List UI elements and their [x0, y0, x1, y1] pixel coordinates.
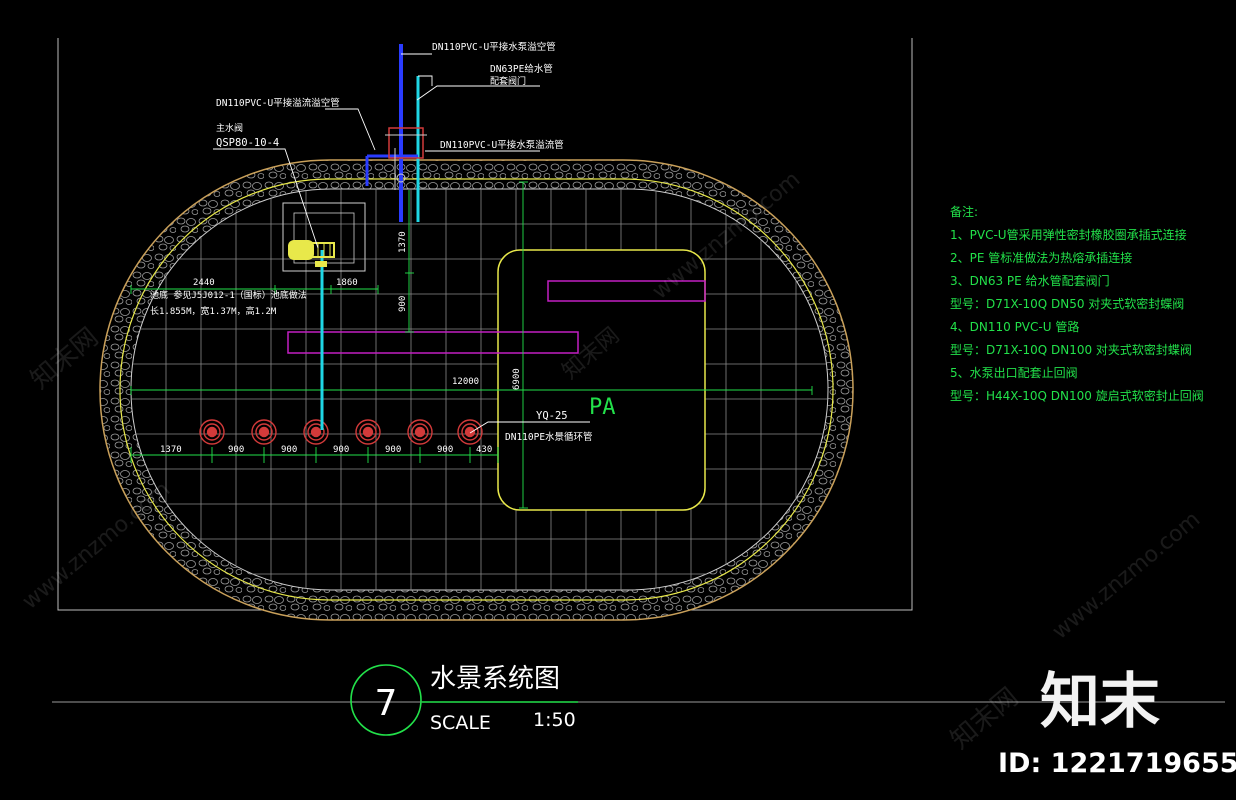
label-fountain-pipe: DN110PE水景循环管: [505, 431, 593, 443]
fountain-nozzles: [199, 419, 483, 445]
dim-bottom-label: 900: [385, 445, 401, 455]
watermark-cn-3: 知末网: [945, 682, 1024, 755]
label-pipe-left1: DN110PVC-U平接溢流溢空管: [216, 97, 340, 109]
channel-short: [547, 280, 706, 302]
dim-6900: 6900: [512, 368, 522, 390]
fountain-nozzle: [199, 419, 225, 445]
title-number-circle: [350, 664, 422, 736]
dim-bottom-label: 900: [281, 445, 297, 455]
bottom-dim-ticks: [130, 447, 499, 463]
notes-title: 备注:: [950, 204, 978, 219]
dim-bottom-label: 900: [437, 445, 453, 455]
label-main-valve: 主水阀: [216, 122, 243, 134]
watermark-site-2: www.znzmo.com: [18, 477, 175, 615]
dim-12000: 12000: [452, 377, 479, 387]
fountain-nozzle: [407, 419, 433, 445]
label-outline-note: 池底 参见J5J012-1（国标）池底做法: [150, 289, 307, 301]
label-pipe-top3: 配套阀门: [490, 75, 526, 87]
fountain-nozzle: [251, 419, 277, 445]
drawing-title: 水景系统图: [430, 664, 560, 694]
scale-value: 1:50: [533, 709, 576, 731]
watermark-cn-1: 知末网: [25, 322, 104, 395]
leader-lines: [213, 53, 590, 434]
notes-line-1: 1、PVC-U管采用弹性密封橡胶圈承插式连接: [950, 227, 1187, 242]
label-outline-size: 长1.855M，宽1.37M，高1.2M: [150, 305, 277, 317]
notes-line-2: 2、PE 管标准做法为热熔承插连接: [950, 250, 1132, 265]
label-pump-model: QSP80-10-4: [216, 137, 279, 149]
watermark-id: ID: 1221719655: [998, 748, 1236, 779]
pa-platform: [497, 249, 706, 511]
notes-panel: 备注: 1、PVC-U管采用弹性密封橡胶圈承插式连接 2、PE 管标准做法为热熔…: [950, 204, 1204, 403]
pipes: [320, 44, 427, 430]
dim-1860: 1860: [336, 278, 358, 288]
pump-pit: [282, 202, 366, 272]
label-pipe-top2: DN63PE给水管: [490, 63, 553, 75]
notes-line-8: 型号：H44X-10Q DN100 旋启式软密封止回阀: [950, 388, 1204, 403]
dim-2440: 2440: [193, 278, 215, 288]
dimension-lines: [130, 181, 813, 509]
channel-long: [287, 331, 579, 354]
notes-line-3: 3、DN63 PE 给水管配套阀门: [950, 273, 1110, 288]
notes-line-5: 4、DN110 PVC-U 管路: [950, 319, 1079, 334]
pump: [288, 240, 335, 267]
valve-box: [388, 127, 424, 159]
watermark-site-3: www.znzmo.com: [1048, 507, 1205, 645]
fountain-nozzle: [355, 419, 381, 445]
scale-label: SCALE: [430, 712, 491, 734]
label-fountain-model: YQ-25: [536, 410, 568, 422]
label-pipe-mid: DN110PVC-U平接水泵溢流管: [440, 139, 564, 151]
dim-bottom-label: 900: [333, 445, 349, 455]
title-number: 7: [375, 683, 398, 724]
label-pipe-top1: DN110PVC-U平接水泵溢空管: [432, 41, 556, 53]
dim-bottom-label: 1370: [160, 445, 182, 455]
notes-line-7: 5、水泵出口配套止回阀: [950, 366, 1078, 380]
pool-inner-border: [119, 178, 834, 601]
watermark-brand: 知末: [1040, 667, 1160, 737]
dim-1370-vertical: 1370: [398, 231, 408, 253]
notes-line-6: 型号：D71X-10Q DN100 对夹式软密封蝶阀: [950, 342, 1192, 357]
dim-bottom-label: 430: [476, 445, 492, 455]
notes-line-4: 型号：D71X-10Q DN50 对夹式软密封蝶阀: [950, 296, 1184, 311]
fountain-nozzle: [303, 419, 329, 445]
dim-900-vertical: 900: [398, 296, 408, 312]
bottom-dimension-labels: 1370 900 900 900 900 900 430: [160, 445, 492, 455]
title-block: 7 水景系统图 SCALE 1:50: [52, 664, 1225, 736]
label-pa: PA: [589, 395, 616, 420]
fountain-nozzle: [457, 419, 483, 445]
dim-bottom-label: 900: [228, 445, 244, 455]
